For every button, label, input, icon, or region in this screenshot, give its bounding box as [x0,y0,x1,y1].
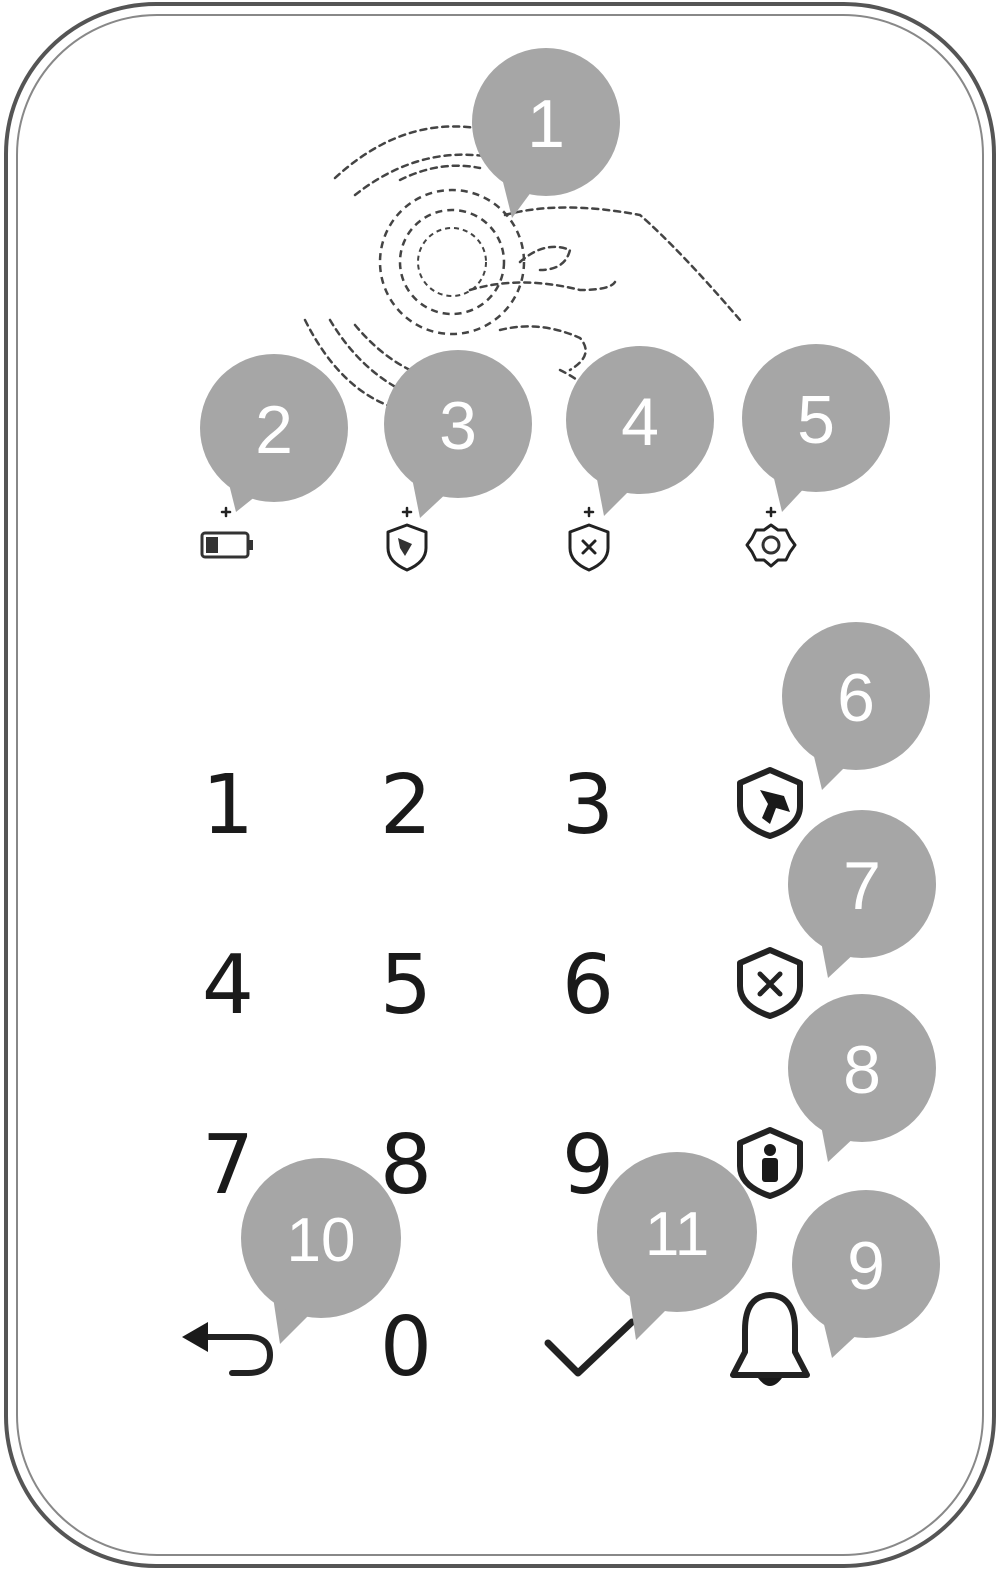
key-0[interactable]: 0 [380,1300,432,1395]
key-5[interactable]: 5 [380,938,432,1033]
confirm-key[interactable] [544,1318,636,1377]
numeric-keys: 1 2 3 4 5 6 7 8 9 0 [202,758,614,1395]
back-icon [182,1322,273,1376]
callout-number: 2 [255,392,293,468]
callout-3: 3 [384,350,532,518]
disarm-icon [737,947,803,1019]
callout-number: 3 [439,388,477,464]
callout-1: 1 [472,48,620,218]
callout-8: 8 [788,994,936,1162]
disarm-status-icon [568,506,610,572]
home-arm-icon [737,1127,803,1199]
callout-10: 10 [241,1158,401,1344]
home-arm-key[interactable] [737,1127,803,1199]
back-key[interactable] [182,1322,273,1376]
callout-number: 6 [837,660,875,736]
status-indicators [200,506,797,572]
alarm-bell-icon [730,1292,810,1386]
key-3[interactable]: 3 [562,758,614,853]
disarm-key[interactable] [737,947,803,1019]
arm-status-icon [386,506,428,572]
key-1[interactable]: 1 [202,758,254,853]
callout-number: 7 [843,848,881,924]
callout-number: 9 [847,1228,885,1304]
away-arm-icon [737,767,803,839]
callout-6: 6 [782,622,930,790]
settings-gear-icon [745,506,797,568]
away-arm-key[interactable] [737,767,803,839]
battery-low-icon [200,506,253,559]
callout-11: 11 [597,1152,757,1340]
key-2[interactable]: 2 [380,758,432,853]
callout-number: 10 [287,1206,356,1275]
callout-number: 11 [645,1200,709,1269]
callout-4: 4 [566,346,714,516]
callout-number: 4 [621,384,659,460]
callout-2: 2 [200,354,348,512]
callout-7: 7 [788,810,936,978]
key-6[interactable]: 6 [562,938,614,1033]
key-7[interactable]: 7 [202,1118,254,1213]
callout-5: 5 [742,344,890,512]
callout-number: 8 [843,1032,881,1108]
callout-number: 5 [797,382,835,458]
key-4[interactable]: 4 [202,938,254,1033]
alarm-key[interactable] [730,1292,810,1386]
rfid-tag-icon [378,188,526,336]
confirm-check-icon [544,1318,636,1377]
callout-9: 9 [792,1190,940,1358]
callout-number: 1 [527,86,565,162]
